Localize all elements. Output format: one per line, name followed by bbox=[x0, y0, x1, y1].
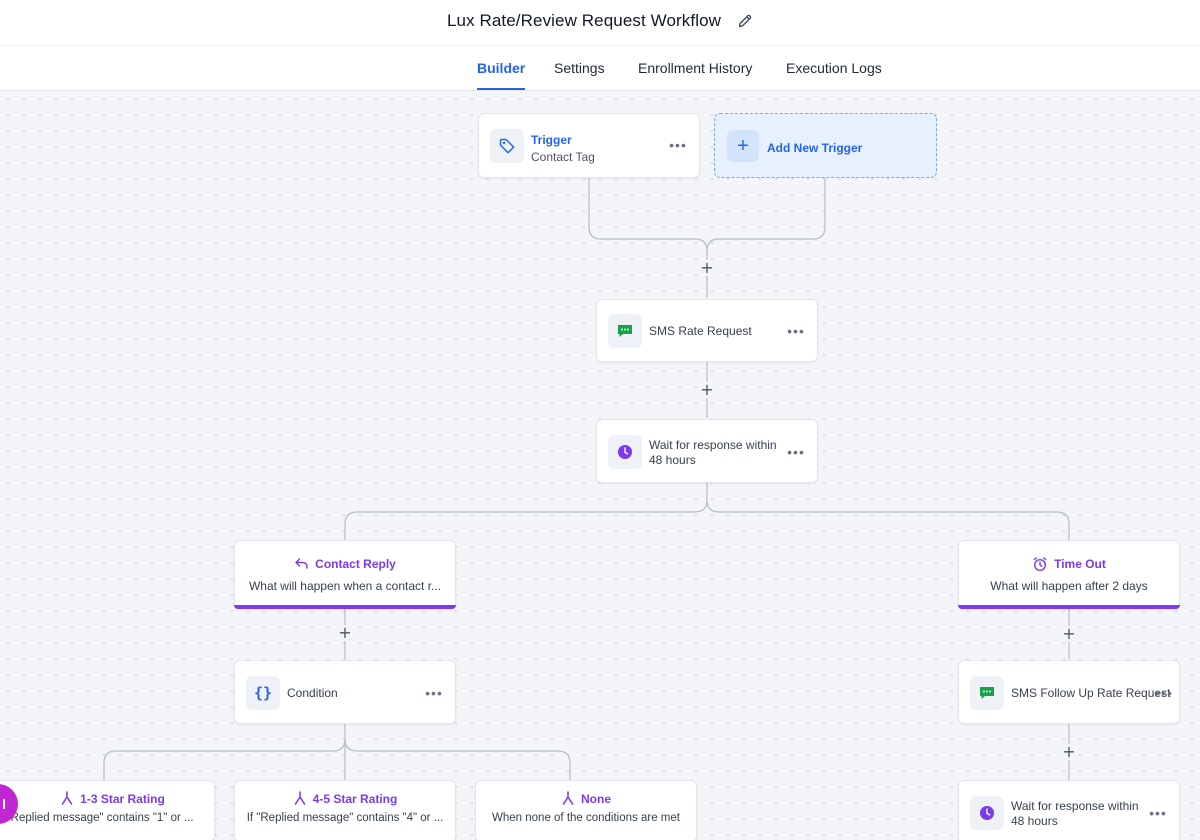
branch-title: None bbox=[581, 791, 611, 806]
time-out-branch[interactable]: Time Out What will happen after 2 days bbox=[958, 540, 1180, 609]
step-label: Condition bbox=[287, 686, 338, 700]
branch-subtitle: What will happen when a contact r... bbox=[248, 579, 442, 593]
title-wrap: Lux Rate/Review Request Workflow bbox=[0, 0, 1200, 42]
branch-subtitle: When none of the conditions are met bbox=[492, 812, 680, 824]
braces-icon: {} bbox=[246, 676, 280, 710]
tab-bar: Builder Settings Enrollment History Exec… bbox=[0, 46, 1200, 91]
split-branch-icon bbox=[561, 791, 575, 806]
branch-title-row: 1-3 Star Rating bbox=[0, 791, 214, 806]
branch-title: Time Out bbox=[1054, 557, 1106, 571]
branch-accent-bar bbox=[234, 605, 456, 609]
step-label: Wait for response within 48 hours bbox=[649, 438, 777, 467]
alarm-clock-icon bbox=[1032, 556, 1048, 572]
workflow-title: Lux Rate/Review Request Workflow bbox=[446, 11, 722, 30]
avatar-initial: l bbox=[2, 796, 6, 812]
trigger-title: Trigger bbox=[531, 133, 572, 147]
tag-icon bbox=[490, 129, 524, 163]
condition-card[interactable]: {} Condition ••• bbox=[234, 660, 456, 724]
wait-step-card[interactable]: Wait for response within 48 hours ••• bbox=[596, 419, 818, 483]
split-branch-icon bbox=[60, 791, 74, 806]
more-options-icon[interactable]: ••• bbox=[425, 685, 443, 701]
clock-icon bbox=[970, 796, 1004, 830]
branch-subtitle: What will happen after 2 days bbox=[990, 579, 1148, 593]
step-label: SMS Rate Request bbox=[649, 324, 752, 338]
step-label: SMS Follow Up Rate Request bbox=[1011, 686, 1171, 700]
reply-arrow-icon bbox=[294, 556, 309, 571]
branch-accent-bar bbox=[958, 605, 1180, 609]
connector-lines bbox=[103, 178, 1070, 780]
more-options-icon[interactable]: ••• bbox=[1149, 805, 1167, 821]
add-step-plus[interactable]: + bbox=[699, 258, 715, 277]
branch-subtitle: If "Replied message" contains "1" or ... bbox=[0, 812, 194, 824]
sms-follow-up-card[interactable]: SMS Follow Up Rate Request ••• bbox=[958, 660, 1180, 724]
branch-title: 4-5 Star Rating bbox=[312, 791, 398, 806]
add-step-plus[interactable]: + bbox=[1061, 742, 1077, 761]
contact-reply-branch[interactable]: Contact Reply What will happen when a co… bbox=[234, 540, 456, 609]
step-label: Wait for response within 48 hours bbox=[1011, 799, 1139, 828]
workflow-canvas[interactable]: + + + + + Trigger Contact Tag ••• + Add … bbox=[0, 91, 1200, 840]
branch-subtitle: If "Replied message" contains "4" or ... bbox=[246, 812, 444, 824]
branch-title-row: Contact Reply bbox=[235, 556, 455, 571]
avatar[interactable]: l bbox=[0, 784, 18, 824]
add-step-plus[interactable]: + bbox=[337, 623, 353, 642]
branch-title-row: 4-5 Star Rating bbox=[235, 791, 455, 806]
tab-settings[interactable]: Settings bbox=[554, 60, 605, 76]
branch-title-row: None bbox=[476, 791, 696, 806]
condition-branch-4-5-star[interactable]: 4-5 Star Rating If "Replied message" con… bbox=[234, 780, 456, 840]
tab-enrollment-history[interactable]: Enrollment History bbox=[638, 60, 753, 76]
add-step-plus[interactable]: + bbox=[1061, 624, 1077, 643]
add-new-trigger-label: Add New Trigger bbox=[767, 141, 863, 155]
clock-icon bbox=[608, 435, 642, 469]
more-options-icon[interactable]: ••• bbox=[669, 137, 687, 153]
trigger-subtitle: Contact Tag bbox=[531, 150, 595, 164]
pencil-icon[interactable] bbox=[737, 13, 753, 29]
sms-rate-request-card[interactable]: SMS Rate Request ••• bbox=[596, 299, 818, 362]
plus-icon: + bbox=[727, 130, 759, 162]
condition-branch-none[interactable]: None When none of the conditions are met bbox=[475, 780, 697, 840]
header: Lux Rate/Review Request Workflow bbox=[0, 0, 1200, 46]
branch-title: 1-3 Star Rating bbox=[80, 791, 165, 806]
more-options-icon[interactable]: ••• bbox=[787, 444, 805, 460]
more-options-icon[interactable]: ••• bbox=[787, 323, 805, 339]
more-options-icon[interactable]: ••• bbox=[1155, 685, 1173, 701]
split-branch-icon bbox=[293, 791, 307, 806]
tab-builder[interactable]: Builder bbox=[477, 46, 526, 90]
condition-branch-1-3-star[interactable]: 1-3 Star Rating If "Replied message" con… bbox=[0, 780, 215, 840]
branch-title: Contact Reply bbox=[315, 556, 396, 571]
trigger-card[interactable]: Trigger Contact Tag ••• bbox=[478, 113, 700, 178]
wait-step-card-2[interactable]: Wait for response within 48 hours ••• bbox=[958, 780, 1180, 840]
sms-icon bbox=[970, 676, 1004, 710]
tab-execution-logs[interactable]: Execution Logs bbox=[786, 60, 882, 76]
branch-title-row: Time Out bbox=[959, 556, 1179, 572]
add-new-trigger-button[interactable]: + Add New Trigger bbox=[714, 113, 937, 178]
sms-icon bbox=[608, 314, 642, 348]
add-step-plus[interactable]: + bbox=[699, 380, 715, 399]
